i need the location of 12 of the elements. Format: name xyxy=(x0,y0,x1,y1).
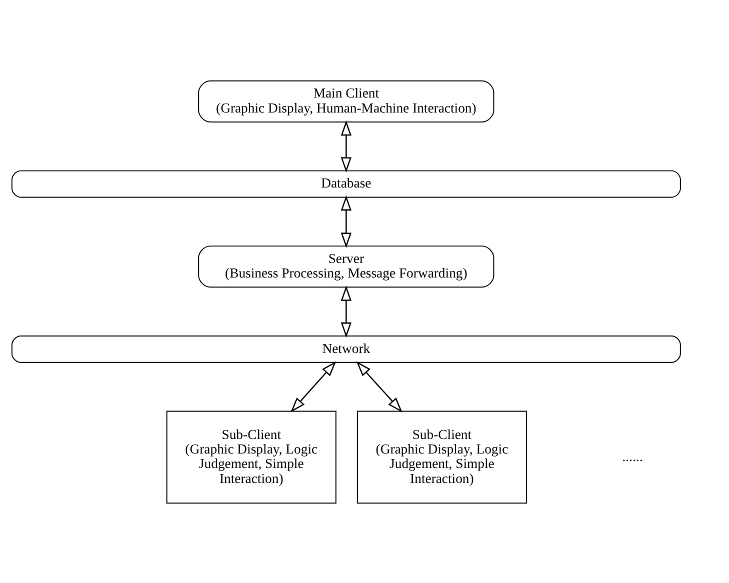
node-box: Database xyxy=(11,170,681,198)
arrow xyxy=(290,360,336,412)
arrow xyxy=(340,285,352,338)
arrow xyxy=(356,360,402,412)
node-box: Main Client (Graphic Display, Human-Machine Interaction) xyxy=(198,80,494,122)
node-box: Sub-Client (Graphic Display, Logic Judgement, Simple Interaction) xyxy=(166,410,336,504)
arrow xyxy=(340,194,352,248)
node-box: Network xyxy=(11,334,681,362)
node-box: Sub-Client (Graphic Display, Logic Judgement, Simple Interaction) xyxy=(356,410,527,504)
node-box: Server (Business Processing, Message Forwarding) xyxy=(198,245,494,288)
arrow xyxy=(340,120,352,172)
label: ...... xyxy=(622,448,643,464)
